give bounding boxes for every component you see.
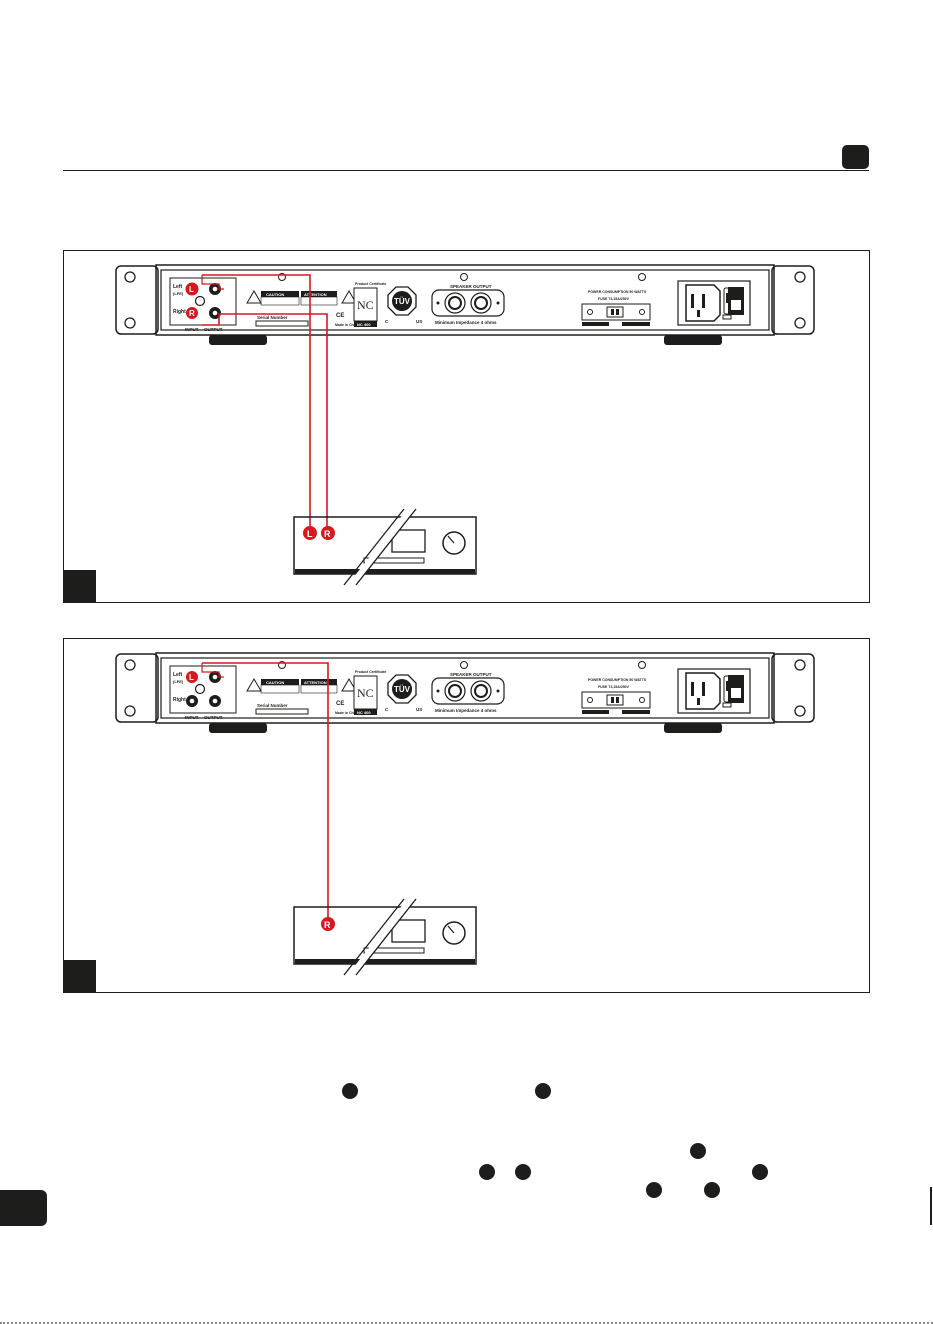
label-made-in: Made in China — [335, 323, 359, 327]
figure-1-frame: Left (LFE) Right INPUT OUTPUT CAUTION AT… — [63, 250, 870, 603]
label-tuv-country: US — [416, 707, 422, 712]
label-cert-brand: NC — [357, 686, 374, 700]
bullet-dot-5 — [515, 1164, 531, 1180]
label-fuse-info: FUSE T3,15A/250V — [598, 297, 630, 301]
label-cert-brand: NC — [357, 298, 374, 312]
panel-badge-left: L — [189, 673, 194, 682]
bullet-dot-8 — [704, 1182, 720, 1198]
bullet-dot-1 — [342, 1083, 358, 1099]
label-output: OUTPUT — [204, 327, 223, 332]
label-serial: Serial Number — [257, 703, 288, 708]
device-badge-left: L — [307, 529, 313, 539]
label-speaker-output: SPEAKER OUTPUT — [450, 284, 492, 289]
label-lfe: (LFE) — [173, 291, 184, 296]
label-fuse-info: FUSE T3,15A/250V — [598, 685, 630, 689]
label-left: Left — [173, 672, 183, 678]
label-attention: ATTENTION — [304, 680, 327, 685]
label-right: Right — [173, 697, 186, 703]
label-caution: CAUTION — [266, 680, 284, 685]
label-cert-top: Product Certificate — [355, 282, 386, 286]
label-power-info: POWER CONSUMPTION 50 WATTS — [588, 290, 647, 294]
label-tuv-country: US — [416, 319, 422, 324]
header-page-badge — [842, 145, 869, 169]
label-made-in: Made in China — [335, 711, 359, 715]
bottom-dotted-border — [0, 1322, 933, 1324]
svg-text:C: C — [385, 707, 389, 712]
label-tuv: TÜV — [394, 297, 411, 306]
figure-1-illustration: Left (LFE) Right INPUT OUTPUT CAUTION AT… — [115, 264, 815, 587]
label-input: INPUT — [185, 327, 199, 332]
bullet-dot-3 — [690, 1143, 706, 1159]
label-speaker-output: SPEAKER OUTPUT — [450, 672, 492, 677]
label-min-impedance: Minimum Impedance 4 ohms — [435, 320, 497, 325]
panel-badge-left: L — [189, 285, 194, 294]
label-min-impedance: Minimum Impedance 4 ohms — [435, 708, 497, 713]
figure-2-illustration: Left (LFE) Right INPUT OUTPUT CAUTION AT… — [115, 652, 815, 977]
bullet-dot-7 — [646, 1182, 662, 1198]
label-caution: CAUTION — [266, 292, 284, 297]
label-tuv: TÜV — [394, 685, 411, 694]
figure-2-tab — [64, 960, 96, 992]
label-output: OUTPUT — [204, 715, 223, 720]
header-rule — [63, 170, 869, 171]
label-cert-model: NC 400 — [357, 322, 371, 327]
svg-text:CE: CE — [336, 313, 344, 319]
bullet-dot-2 — [535, 1083, 551, 1099]
label-cert-model: NC 400 — [357, 710, 371, 715]
figure-2-frame: Left (LFE) Right INPUT OUTPUT CAUTION AT… — [63, 638, 870, 993]
device-badge-right: R — [324, 920, 331, 930]
label-power-info: POWER CONSUMPTION 50 WATTS — [588, 678, 647, 682]
label-cert-top: Product Certificate — [355, 670, 386, 674]
label-right: Right — [173, 309, 186, 315]
device-badge-right: R — [324, 529, 331, 539]
bullet-dot-6 — [752, 1164, 768, 1180]
figure-1-tab — [64, 570, 96, 602]
svg-text:C: C — [385, 319, 389, 324]
bullet-dot-4 — [479, 1164, 495, 1180]
label-attention: ATTENTION — [304, 292, 327, 297]
side-thumb-tab — [0, 1190, 47, 1226]
panel-badge-right: R — [189, 309, 195, 318]
edge-crop-mark — [930, 1187, 932, 1225]
svg-text:CE: CE — [336, 701, 344, 707]
label-serial: Serial Number — [257, 315, 288, 320]
label-left: Left — [173, 284, 183, 290]
label-input: INPUT — [185, 715, 199, 720]
label-lfe: (LFE) — [173, 679, 184, 684]
